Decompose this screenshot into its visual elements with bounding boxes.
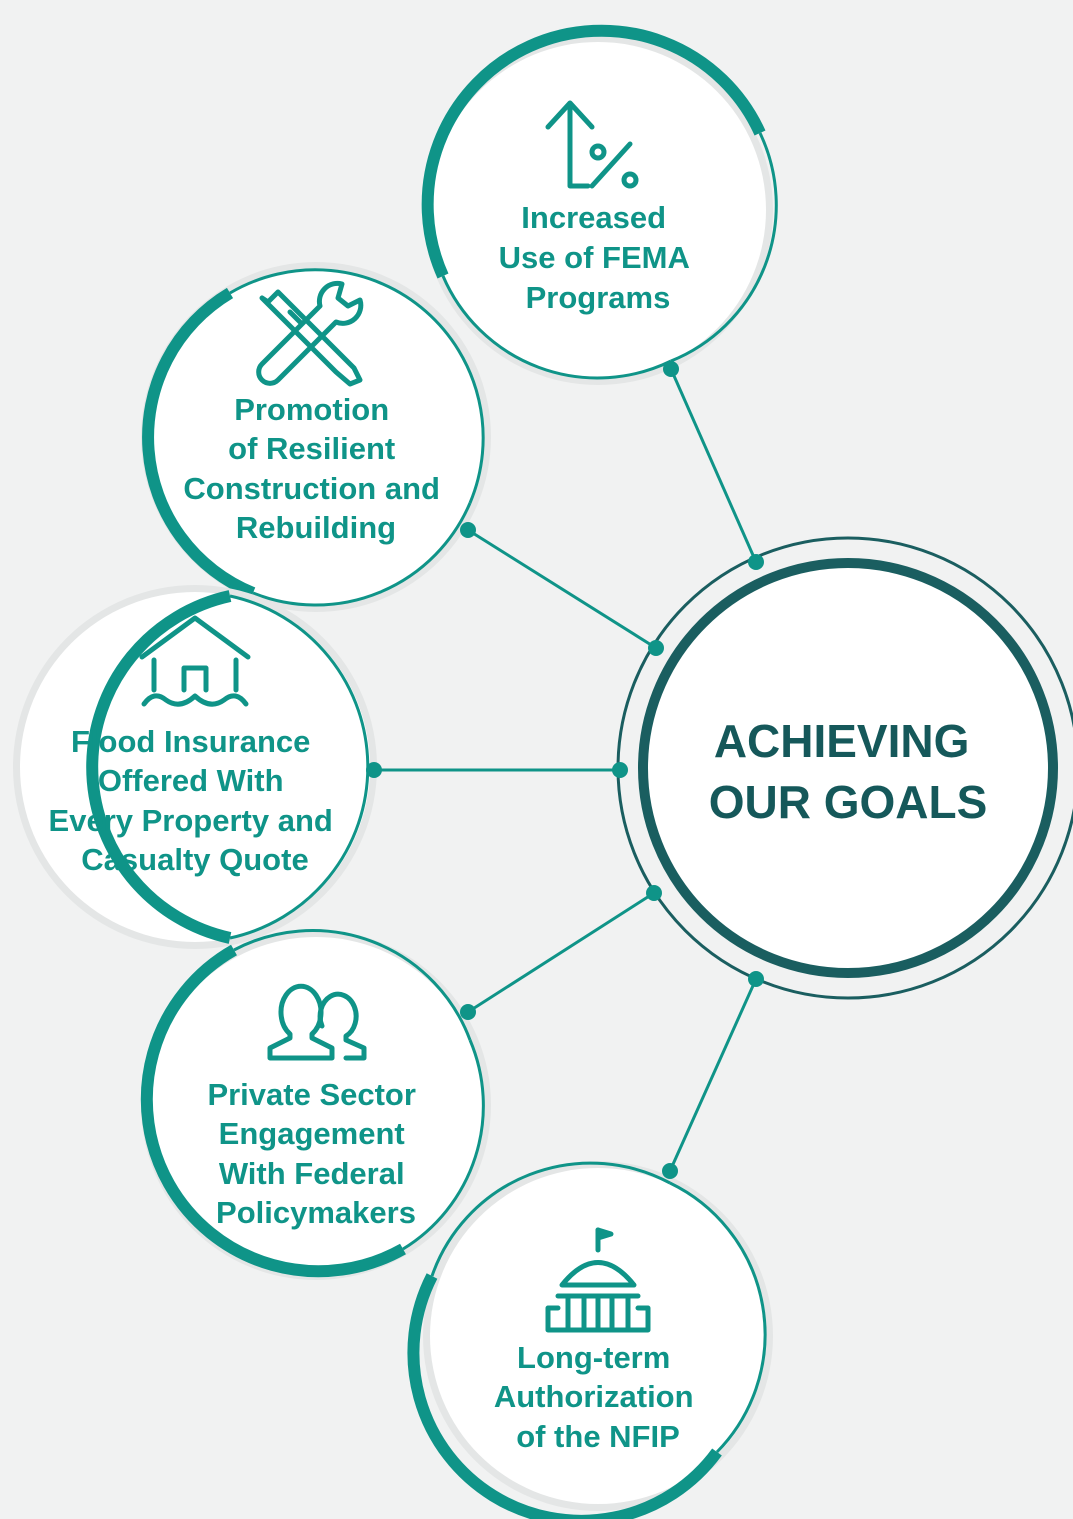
- connector-resilient: [467, 528, 657, 650]
- goal-label-nfip-3: of the NFIP: [516, 1419, 680, 1454]
- goal-label-resilient-4: Rebuilding: [236, 510, 396, 545]
- center-title-line1: ACHIEVING: [714, 715, 970, 767]
- goal-node-fema: Increased Use of FEMA Programs: [421, 24, 778, 385]
- goal-node-flood: Flood Insurance Offered With Every Prope…: [13, 585, 377, 949]
- svg-text:ACHIEVING OUR GOALS: ACHIEVING OUR GOALS: [709, 715, 988, 828]
- center-node: ACHIEVING OUR GOALS: [616, 536, 1073, 1000]
- connector-dot: [460, 522, 476, 538]
- goal-label-nfip-1: Long-term: [517, 1340, 670, 1375]
- svg-text:Long-term Authorization: Long-term Authorization of the NFIP: [494, 1340, 702, 1454]
- goal-label-fema-2: Use of FEMA: [499, 240, 690, 275]
- goal-label-private-3: With Federal: [219, 1156, 405, 1191]
- connector-dots: [366, 361, 764, 1179]
- goal-label-private-1: Private Sector: [207, 1077, 416, 1112]
- svg-text:Increased Use of FEMA: Increased Use of FEMA Programs: [499, 200, 698, 315]
- connector-nfip: [668, 978, 758, 1172]
- connector-lines: [374, 368, 758, 1172]
- connector-dot: [612, 762, 628, 778]
- percent-up-arrow-icon: [545, 100, 639, 189]
- goal-label-fema-1: Increased: [521, 200, 666, 235]
- goal-label-private-2: Engagement: [219, 1116, 405, 1151]
- svg-text:Flood Insurance Offered: Flood Insurance Offered With Every Prope…: [49, 724, 342, 877]
- goal-label-resilient-1: Promotion: [234, 392, 389, 427]
- connector-dot: [366, 762, 382, 778]
- tools-icon: [256, 280, 364, 387]
- goal-label-flood-1: Flood Insurance: [71, 724, 310, 759]
- capitol-building-icon: [545, 1227, 651, 1333]
- connector-dot: [648, 640, 664, 656]
- connector-dot: [460, 1004, 476, 1020]
- goal-label-flood-2: Offered With: [98, 763, 284, 798]
- connector-dot: [646, 885, 662, 901]
- goal-label-flood-3: Every Property and: [49, 803, 333, 838]
- people-icon: [267, 983, 367, 1061]
- goal-label-private-4: Policymakers: [216, 1195, 416, 1230]
- goal-label-nfip-2: Authorization: [494, 1379, 694, 1414]
- svg-text:Private Sector Engagemen: Private Sector Engagement With Federal P…: [207, 1077, 424, 1230]
- connector-dot: [748, 554, 764, 570]
- goal-label-flood-4: Casualty Quote: [81, 842, 308, 877]
- goal-node-nfip: Long-term Authorization of the NFIP: [407, 1161, 773, 1519]
- goal-node-private: Private Sector Engagement With Federal P…: [140, 929, 491, 1280]
- goal-label-resilient-2: of Resilient: [228, 431, 395, 466]
- flooded-house-icon: [139, 615, 251, 707]
- svg-text:Promotion of Resilient: Promotion of Resilient Construction and …: [183, 392, 448, 545]
- connector-private: [467, 891, 655, 1014]
- connector-dot: [663, 361, 679, 377]
- goal-node-resilient: Promotion of Resilient Construction and …: [141, 262, 491, 612]
- center-title-line2: OUR GOALS: [709, 776, 988, 828]
- connector-dot: [662, 1163, 678, 1179]
- connector-fema: [669, 368, 758, 563]
- connector-dot: [748, 971, 764, 987]
- goal-label-resilient-3: Construction and: [183, 471, 440, 506]
- goal-label-fema-3: Programs: [526, 280, 671, 315]
